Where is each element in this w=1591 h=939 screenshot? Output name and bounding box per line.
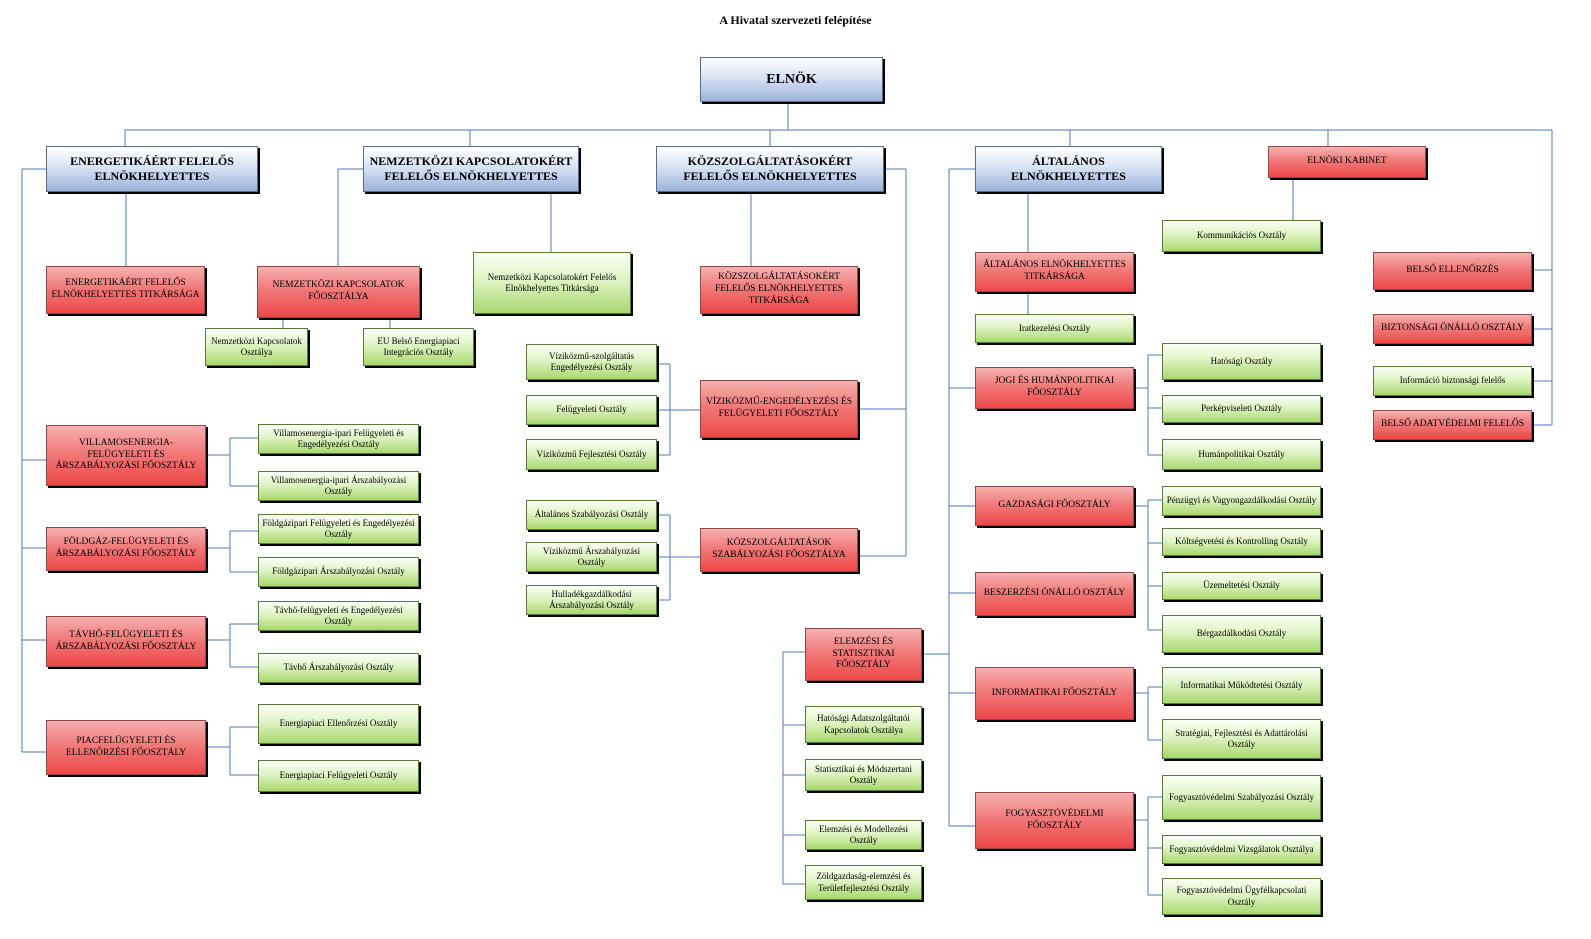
node-beszerzesi: BESZERZÉSI ÖNÁLLÓ OSZTÁLY	[975, 572, 1134, 616]
node-eu-belso: EU Belső Energiapiaci Integrációs Osztál…	[363, 328, 474, 366]
node-kommunikacios: Kommunikációs Osztály	[1162, 220, 1321, 252]
node-altalanos-szab: Általános Szabályozási Osztály	[526, 500, 657, 530]
node-altalanos-titkarsag: ÁLTALÁNOS ELNÖKHELYETTES TITKÁRSÁGA	[975, 252, 1134, 292]
node-informatikai-mukodtetesi: Informatikai Működtetési Osztály	[1162, 667, 1321, 704]
node-tavho-felugyeleti: Távhő-felügyeleti és Engedélyezési Osztá…	[258, 601, 419, 631]
node-perkepviseleti: Perképviseleti Osztály	[1162, 395, 1321, 423]
node-fogy-szab: Fogyasztóvédelmi Szabályozási Osztály	[1162, 775, 1321, 820]
node-fogy-vizsgalatok: Fogyasztóvédelmi Vizsgálatok Osztálya	[1162, 835, 1321, 864]
node-zoldgazdasag: Zöldgazdaság-elemzési és Területfejleszt…	[805, 865, 922, 900]
node-piac-foosztaly: PIACFELÜGYELETI ÉS ELLENŐRZÉSI FŐOSZTÁLY	[46, 720, 206, 775]
node-biztonsagi: BIZTONSÁGI ÖNÁLLÓ OSZTÁLY	[1373, 314, 1532, 344]
node-kozszolg-titkarsag: KÖZSZOLGÁLTATÁSOKÉRT FELELŐS ELNÖKHELYET…	[700, 266, 858, 314]
node-elnoki-kabinet: ELNÖKI KABINET	[1268, 146, 1426, 178]
node-villamos-foosztaly: VILLAMOSENERGIA-FELÜGYELETI ÉS ÁRSZABÁLY…	[46, 425, 206, 486]
node-gazdasagi-foosztaly: GAZDASÁGI FŐOSZTÁLY	[975, 486, 1134, 526]
node-piac-ellenorzesi: Energiapiaci Ellenőrzési Osztály	[258, 704, 419, 744]
node-humanpolitikai: Humánpolitikai Osztály	[1162, 439, 1321, 470]
node-nemzetkozi-titkarsag: Nemzetközi Kapcsolatokért Felelős Elnökh…	[473, 252, 631, 314]
node-nemzetkozi-foosztaly: NEMZETKÖZI KAPCSOLATOK FŐOSZTÁLYA	[257, 266, 420, 318]
node-strategiai: Stratégiai, Fejlesztési és Adattárolási …	[1162, 719, 1321, 759]
node-vp-altalanos: ÁLTALÁNOS ELNÖKHELYETTES	[975, 146, 1162, 192]
node-hulladek: Hulladékgazdálkodási Árszabályozási Oszt…	[526, 585, 657, 615]
node-statisztikai: Statisztikai és Módszertani Osztály	[805, 759, 922, 791]
node-adatvedelmi: BELSŐ ADATVÉDELMI FELELŐS	[1373, 410, 1532, 440]
node-bergazdalkodasi: Bérgazdálkodási Osztály	[1162, 615, 1321, 653]
page-title: A Hivatal szervezeti felépítése	[719, 13, 872, 27]
node-hatosagi: Hatósági Osztály	[1162, 343, 1321, 380]
node-fogyasztovedelmi-foosztaly: FOGYASZTÓVÉDELMI FŐOSZTÁLY	[975, 792, 1134, 849]
node-hatosagi-adat: Hatósági Adatszolgáltatói Kapcsolatok Os…	[805, 706, 922, 743]
node-kozszolg-szab-foosztaly: KÖZSZOLGÁLTATÁSOK SZABÁLYOZÁSI FŐOSZTÁLY…	[700, 528, 858, 572]
node-uzemeltetesi: Üzemeltetési Osztály	[1162, 572, 1321, 600]
node-vp-nemzetkozi: NEMZETKÖZI KAPCSOLATOKÉRT FELELŐS ELNÖKH…	[363, 146, 579, 192]
node-viz-fejlesztesi: Víziközmű Fejlesztési Osztály	[526, 439, 657, 470]
node-fogy-ugyfel: Fogyasztóvédelmi Ügyfélkapcsolati Osztál…	[1162, 878, 1321, 915]
node-villamos-felugyeleti: Villamosenergia-ipari Felügyeleti és Eng…	[258, 424, 419, 454]
node-elnok: ELNÖK	[700, 57, 883, 102]
node-foldgaz-foosztaly: FÖLDGÁZ-FELÜGYELETI ÉS ÁRSZABÁLYOZÁSI FŐ…	[46, 527, 206, 571]
node-informatikai-foosztaly: INFORMATIKAI FŐOSZTÁLY	[975, 667, 1134, 720]
node-viz-foosztaly: VÍZIKÖZMŰ-ENGEDÉLYEZÉSI ÉS FELÜGYELETI F…	[700, 380, 858, 438]
node-belso-ellenorzes: BELSŐ ELLENŐRZÉS	[1373, 252, 1532, 290]
node-villamos-arszab: Villamosenergia-ipari Árszabályozási Osz…	[258, 471, 419, 501]
node-viz-engedelyezesi: Víziközmű-szolgáltatás Engedélyezési Osz…	[526, 344, 657, 380]
node-foldgaz-felugyeleti: Földgázipari Felügyeleti és Engedélyezés…	[258, 514, 419, 544]
node-nemzetkozi-osztaly: Nemzetközi Kapcsolatok Osztálya	[205, 328, 308, 366]
node-iratkezelesi: Iratkezelési Osztály	[975, 314, 1134, 343]
node-viz-felugyeleti: Felügyeleti Osztály	[526, 395, 657, 425]
node-koltsegvetesi: Költségvetési és Kontrolling Osztály	[1162, 528, 1321, 556]
node-jogi-foosztaly: JOGI ÉS HUMÁNPOLITIKAI FŐOSZTÁLY	[975, 367, 1134, 409]
node-vp-kozszolg: KÖZSZOLGÁLTATÁSOKÉRT FELELŐS ELNÖKHELYET…	[656, 146, 884, 192]
node-elemzesi-foosztaly: ELEMZÉSI ÉS STATISZTIKAI FŐOSZTÁLY	[805, 628, 922, 681]
node-tavho-arszab: Távhő Árszabályozási Osztály	[258, 653, 419, 683]
node-informacio-bizt: Információ biztonsági felelős	[1373, 366, 1532, 396]
node-elemzesi-modell: Elemzési és Modellezési Osztály	[805, 820, 922, 850]
node-vp-energia: ENERGETIKÁÉRT FELELŐS ELNÖKHELYETTES	[46, 146, 258, 192]
node-foldgaz-arszab: Földgázipari Árszabályozási Osztály	[258, 557, 419, 587]
node-piac-felugyeleti: Energiapiaci Felügyeleti Osztály	[258, 760, 419, 792]
node-energia-titkarsag: ENERGETIKÁÉRT FELELŐS ELNÖKHELYETTES TIT…	[46, 266, 205, 314]
node-viz-arszab: Víziközmű Árszabályozási Osztály	[526, 542, 657, 572]
node-tavho-foosztaly: TÁVHŐ-FELÜGYELETI ÉS ÁRSZABÁLYOZÁSI FŐOS…	[46, 616, 206, 667]
node-penzugyi: Pénzügyi és Vagyongazdálkodási Osztály	[1162, 486, 1321, 516]
